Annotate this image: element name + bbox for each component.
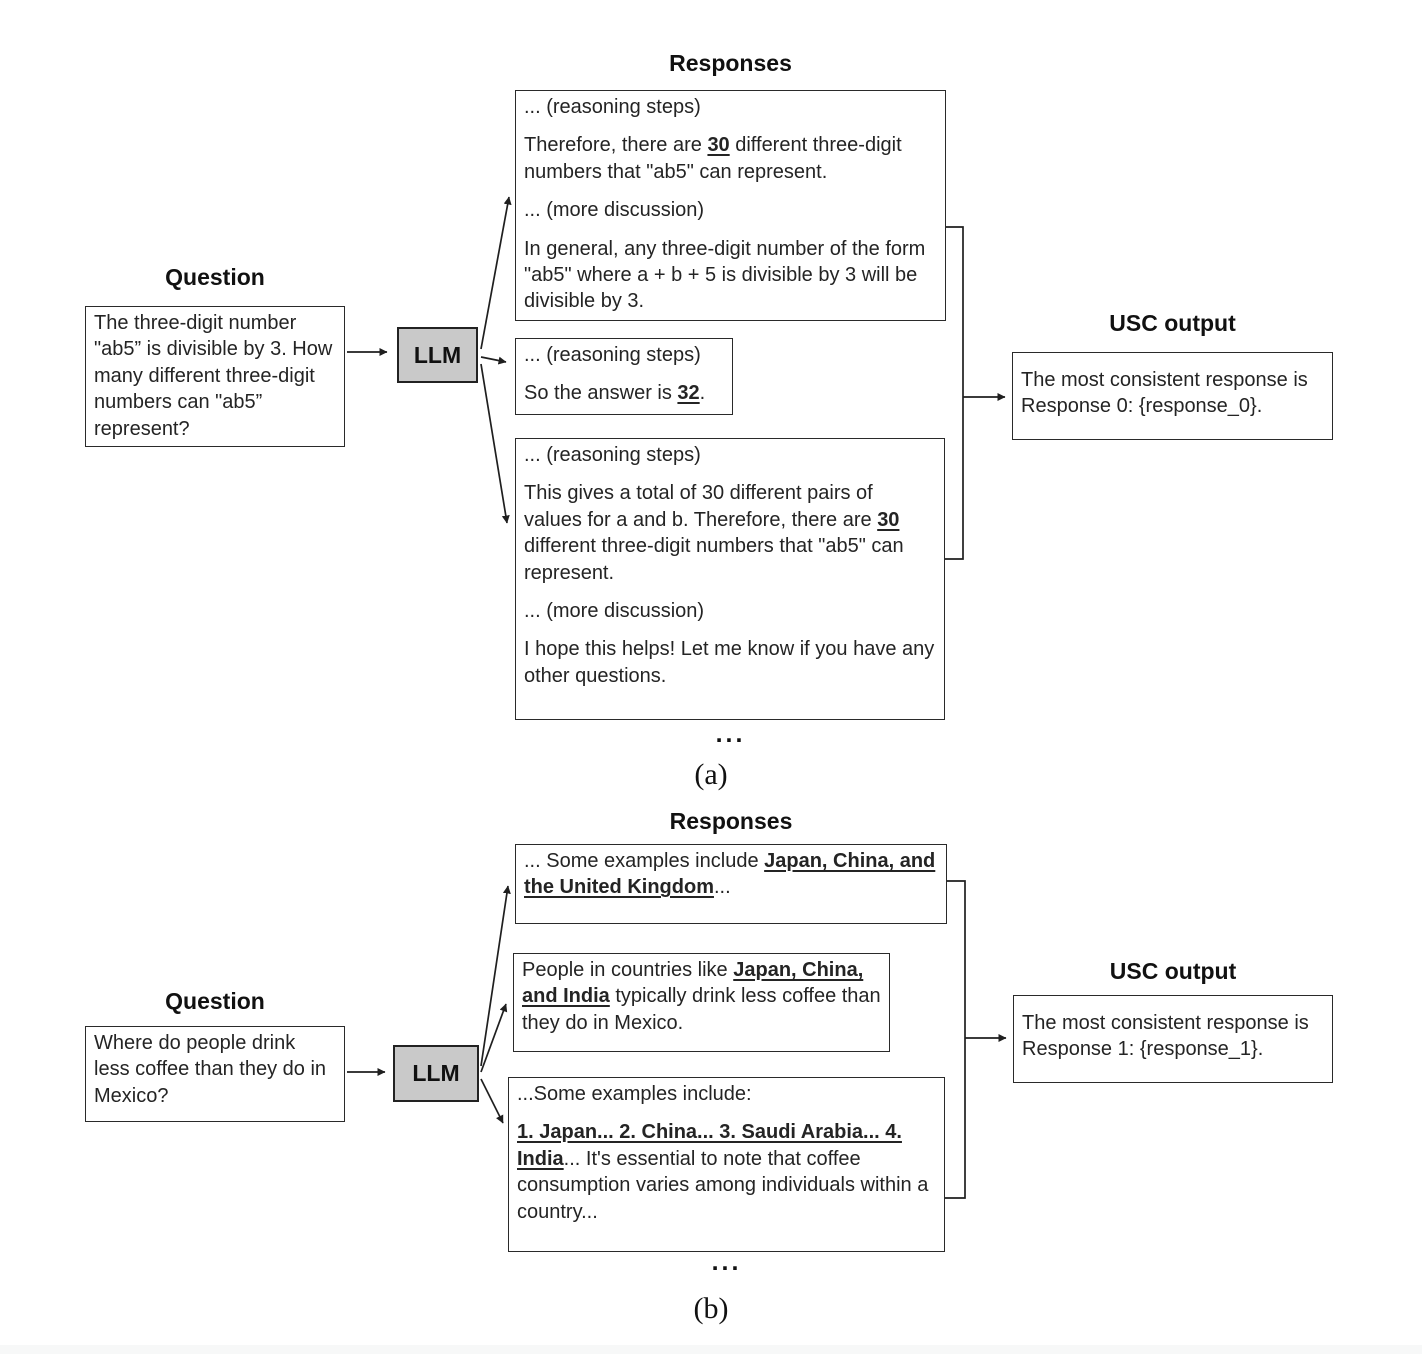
- bracket-responses-b: [945, 880, 966, 1199]
- usc-output-box-a: The most consistent response is Response…: [1012, 352, 1333, 440]
- question-box-a: The three-digit number "ab5” is divisibl…: [85, 306, 345, 447]
- response-a3-paragraph: This gives a total of 30 different pairs…: [524, 482, 904, 584]
- response-box-b3: ...Some examples include: 1. Japan... 2.…: [508, 1077, 945, 1252]
- response-b2-paragraph: People in countries like Japan, China, a…: [522, 959, 881, 1034]
- response-b3-paragraph: ...Some examples include:: [517, 1083, 752, 1105]
- highlighted-answer: 1. Japan... 2. China... 3. Saudi Arabia.…: [517, 1121, 902, 1170]
- response-b1-paragraph: ... Some examples include Japan, China, …: [524, 850, 936, 899]
- usc-output-text-a: The most consistent response is Response…: [1021, 369, 1308, 418]
- question-text-a: The three-digit number "ab5” is divisibl…: [94, 312, 333, 440]
- page-bottom-strip: [0, 1345, 1422, 1354]
- arrow-llm-to-response3-b: [480, 1078, 504, 1124]
- response-box-b2: People in countries like Japan, China, a…: [513, 953, 890, 1052]
- highlighted-answer: 30: [877, 508, 900, 531]
- response-a1-paragraph: Therefore, there are 30 different three-…: [524, 134, 902, 183]
- response-b3-paragraph: 1. Japan... 2. China... 3. Saudi Arabia.…: [517, 1121, 929, 1223]
- usc-output-text-b: The most consistent response is Response…: [1022, 1012, 1309, 1061]
- highlighted-answer: 30: [707, 134, 730, 157]
- response-box-a3: ... (reasoning steps) This gives a total…: [515, 438, 945, 720]
- response-a1-paragraph: In general, any three-digit number of th…: [524, 237, 926, 313]
- response-box-b1: ... Some examples include Japan, China, …: [515, 844, 947, 924]
- response-box-a2: ... (reasoning steps) So the answer is 3…: [515, 338, 733, 415]
- highlighted-answer: Japan, China, and India: [522, 959, 864, 1008]
- arrow-llm-to-response3-a: [480, 363, 510, 524]
- arrow-llm-to-response2-b: [480, 1003, 508, 1073]
- response-a1-paragraph: ... (reasoning steps): [524, 96, 701, 118]
- subfigure-caption-a: (a): [694, 758, 728, 791]
- more-responses-ellipsis-b: ...: [711, 1248, 742, 1276]
- question-text-b: Where do people drink less coffee than t…: [94, 1032, 327, 1107]
- arrow-llm-to-response1-b: [480, 885, 511, 1067]
- response-a1-paragraph: ... (more discussion): [524, 199, 705, 222]
- usc-output-heading-b: USC output: [1109, 958, 1237, 984]
- response-a3-paragraph: I hope this helps! Let me know if you ha…: [524, 638, 935, 687]
- question-heading-a: Question: [165, 264, 265, 290]
- question-box-b: Where do people drink less coffee than t…: [85, 1026, 345, 1122]
- subfigure-caption-b: (b): [693, 1292, 729, 1325]
- response-a3-paragraph: ... (reasoning steps): [524, 444, 701, 466]
- response-box-a1: ... (reasoning steps) Therefore, there a…: [515, 90, 946, 321]
- bracket-responses-a: [945, 226, 964, 560]
- responses-heading-b: Responses: [669, 808, 793, 834]
- highlighted-answer: Japan, China, and the United Kingdom: [524, 850, 936, 899]
- arrow-llm-to-response1-a: [480, 196, 512, 350]
- arrow-llm-to-response2-a: [480, 356, 507, 365]
- llm-box-b: LLM: [393, 1045, 479, 1102]
- response-a3-paragraph: ... (more discussion): [524, 599, 705, 622]
- response-a2-paragraph: So the answer is 32.: [524, 382, 706, 405]
- usc-output-box-b: The most consistent response is Response…: [1013, 995, 1333, 1083]
- highlighted-answer: 32: [677, 382, 700, 405]
- more-responses-ellipsis-a: ...: [715, 720, 746, 748]
- response-a2-paragraph: ... (reasoning steps): [524, 344, 701, 366]
- usc-output-heading-a: USC output: [1109, 310, 1236, 336]
- llm-box-a: LLM: [397, 327, 478, 383]
- responses-heading-a: Responses: [669, 50, 792, 76]
- question-heading-b: Question: [165, 988, 265, 1014]
